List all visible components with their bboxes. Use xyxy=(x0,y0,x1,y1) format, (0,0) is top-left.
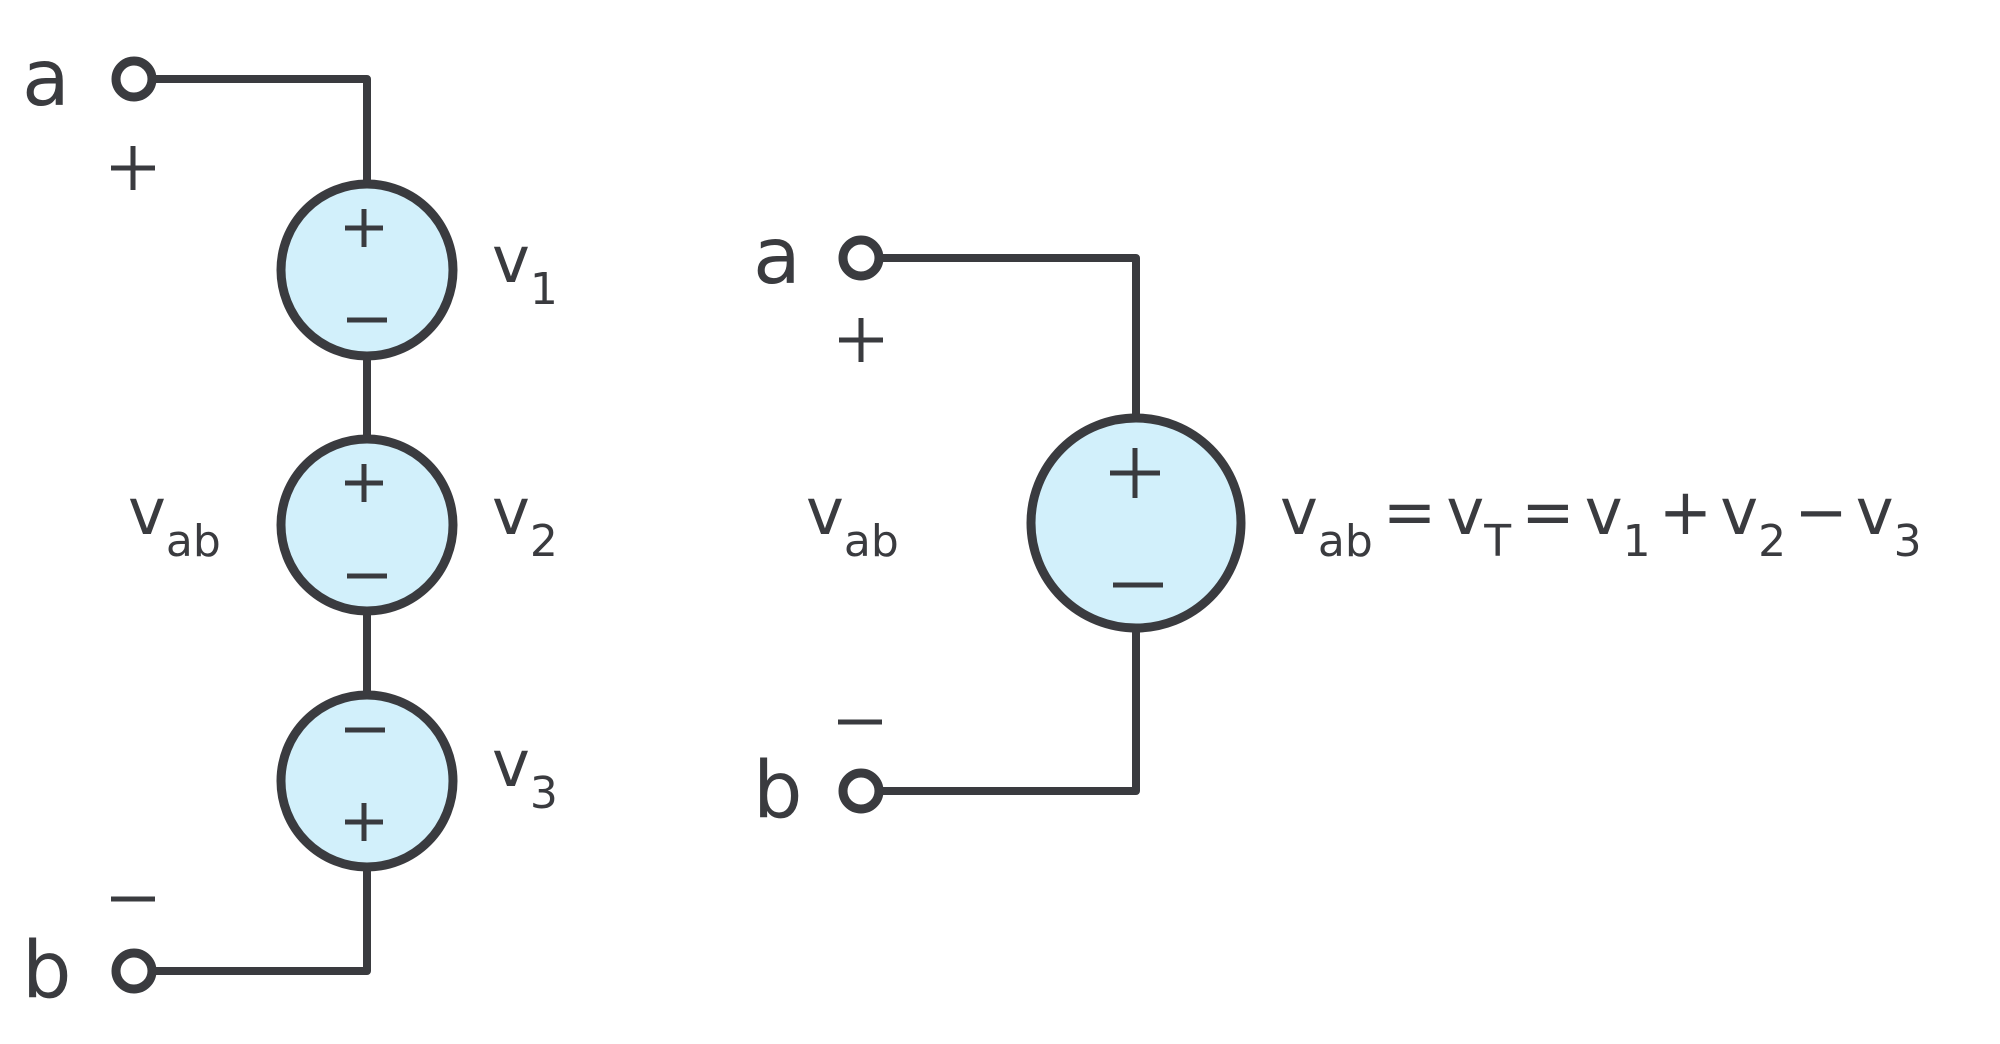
source-1-plus xyxy=(345,209,383,247)
terminal-b-label-eq: b xyxy=(753,746,803,836)
terminal-b-node-eq xyxy=(838,768,884,814)
voltage-source-3 xyxy=(276,690,458,872)
terminal-a-node-eq xyxy=(838,235,884,281)
voltage-source-1 xyxy=(276,179,458,361)
terminal-b-label: b xyxy=(22,926,72,1016)
kvl-equation: vab=vT=v1+v2−v3 xyxy=(1280,476,1922,567)
source-1-label: v1 xyxy=(492,224,558,315)
source-3-plus xyxy=(345,803,383,841)
terminal-a-label-eq: a xyxy=(753,212,801,302)
source-2-plus xyxy=(345,464,383,502)
vab-label-left: vab xyxy=(128,476,221,567)
terminal-a-node xyxy=(111,56,157,102)
equivalent-voltage-source xyxy=(1026,413,1246,633)
source-3-label: v3 xyxy=(492,728,558,819)
series-circuit: a b v1 xyxy=(22,34,558,1016)
wire-eq-a xyxy=(857,254,1140,422)
vab-label-right: vab xyxy=(806,476,899,567)
outer-plus xyxy=(111,146,155,190)
terminal-a-label: a xyxy=(22,34,70,124)
source-2-label: v2 xyxy=(492,476,558,567)
terminal-b-node xyxy=(111,948,157,994)
outer-plus-eq xyxy=(839,318,883,362)
voltage-source-2 xyxy=(276,434,458,616)
equivalent-circuit: a b vab vab=vT=v1+v2−v3 xyxy=(753,212,1922,836)
wire-b xyxy=(130,862,371,975)
eq-source-plus xyxy=(1110,448,1160,498)
wire-eq-b xyxy=(857,624,1140,795)
wire-a xyxy=(130,75,371,189)
